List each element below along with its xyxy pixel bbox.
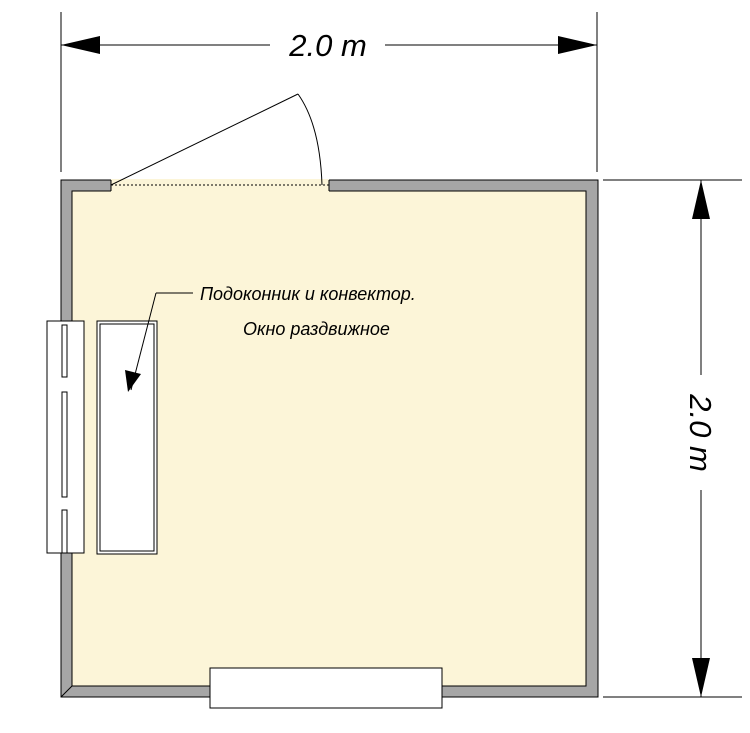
annotation-line-2: Окно раздвижное: [243, 319, 390, 339]
window-bottom: [209, 667, 443, 709]
window-left-pane-3: [61, 509, 68, 554]
dim-right-label: 2.0 m: [683, 393, 718, 472]
dim-top-label: 2.0 m: [288, 28, 367, 63]
leader-arrowhead: [125, 370, 141, 392]
dim-top-arrow-left: [61, 36, 100, 54]
wall-corner-line: [60, 685, 73, 698]
door-swing-arc: [297, 93, 323, 186]
dim-right-arrow-top: [692, 180, 710, 219]
door-leaf: [110, 93, 299, 186]
dim-right-arrow-bottom: [692, 658, 710, 697]
sill-convector: [96, 320, 158, 555]
window-left-pane-2: [61, 391, 68, 498]
annotation-line-1: Подоконник и конвектор.: [200, 284, 416, 304]
sill-convector-inner: [99, 323, 155, 552]
window-left-pane-1: [61, 324, 68, 378]
dim-top-arrow-right: [558, 36, 597, 54]
room-floor: [71, 190, 587, 687]
